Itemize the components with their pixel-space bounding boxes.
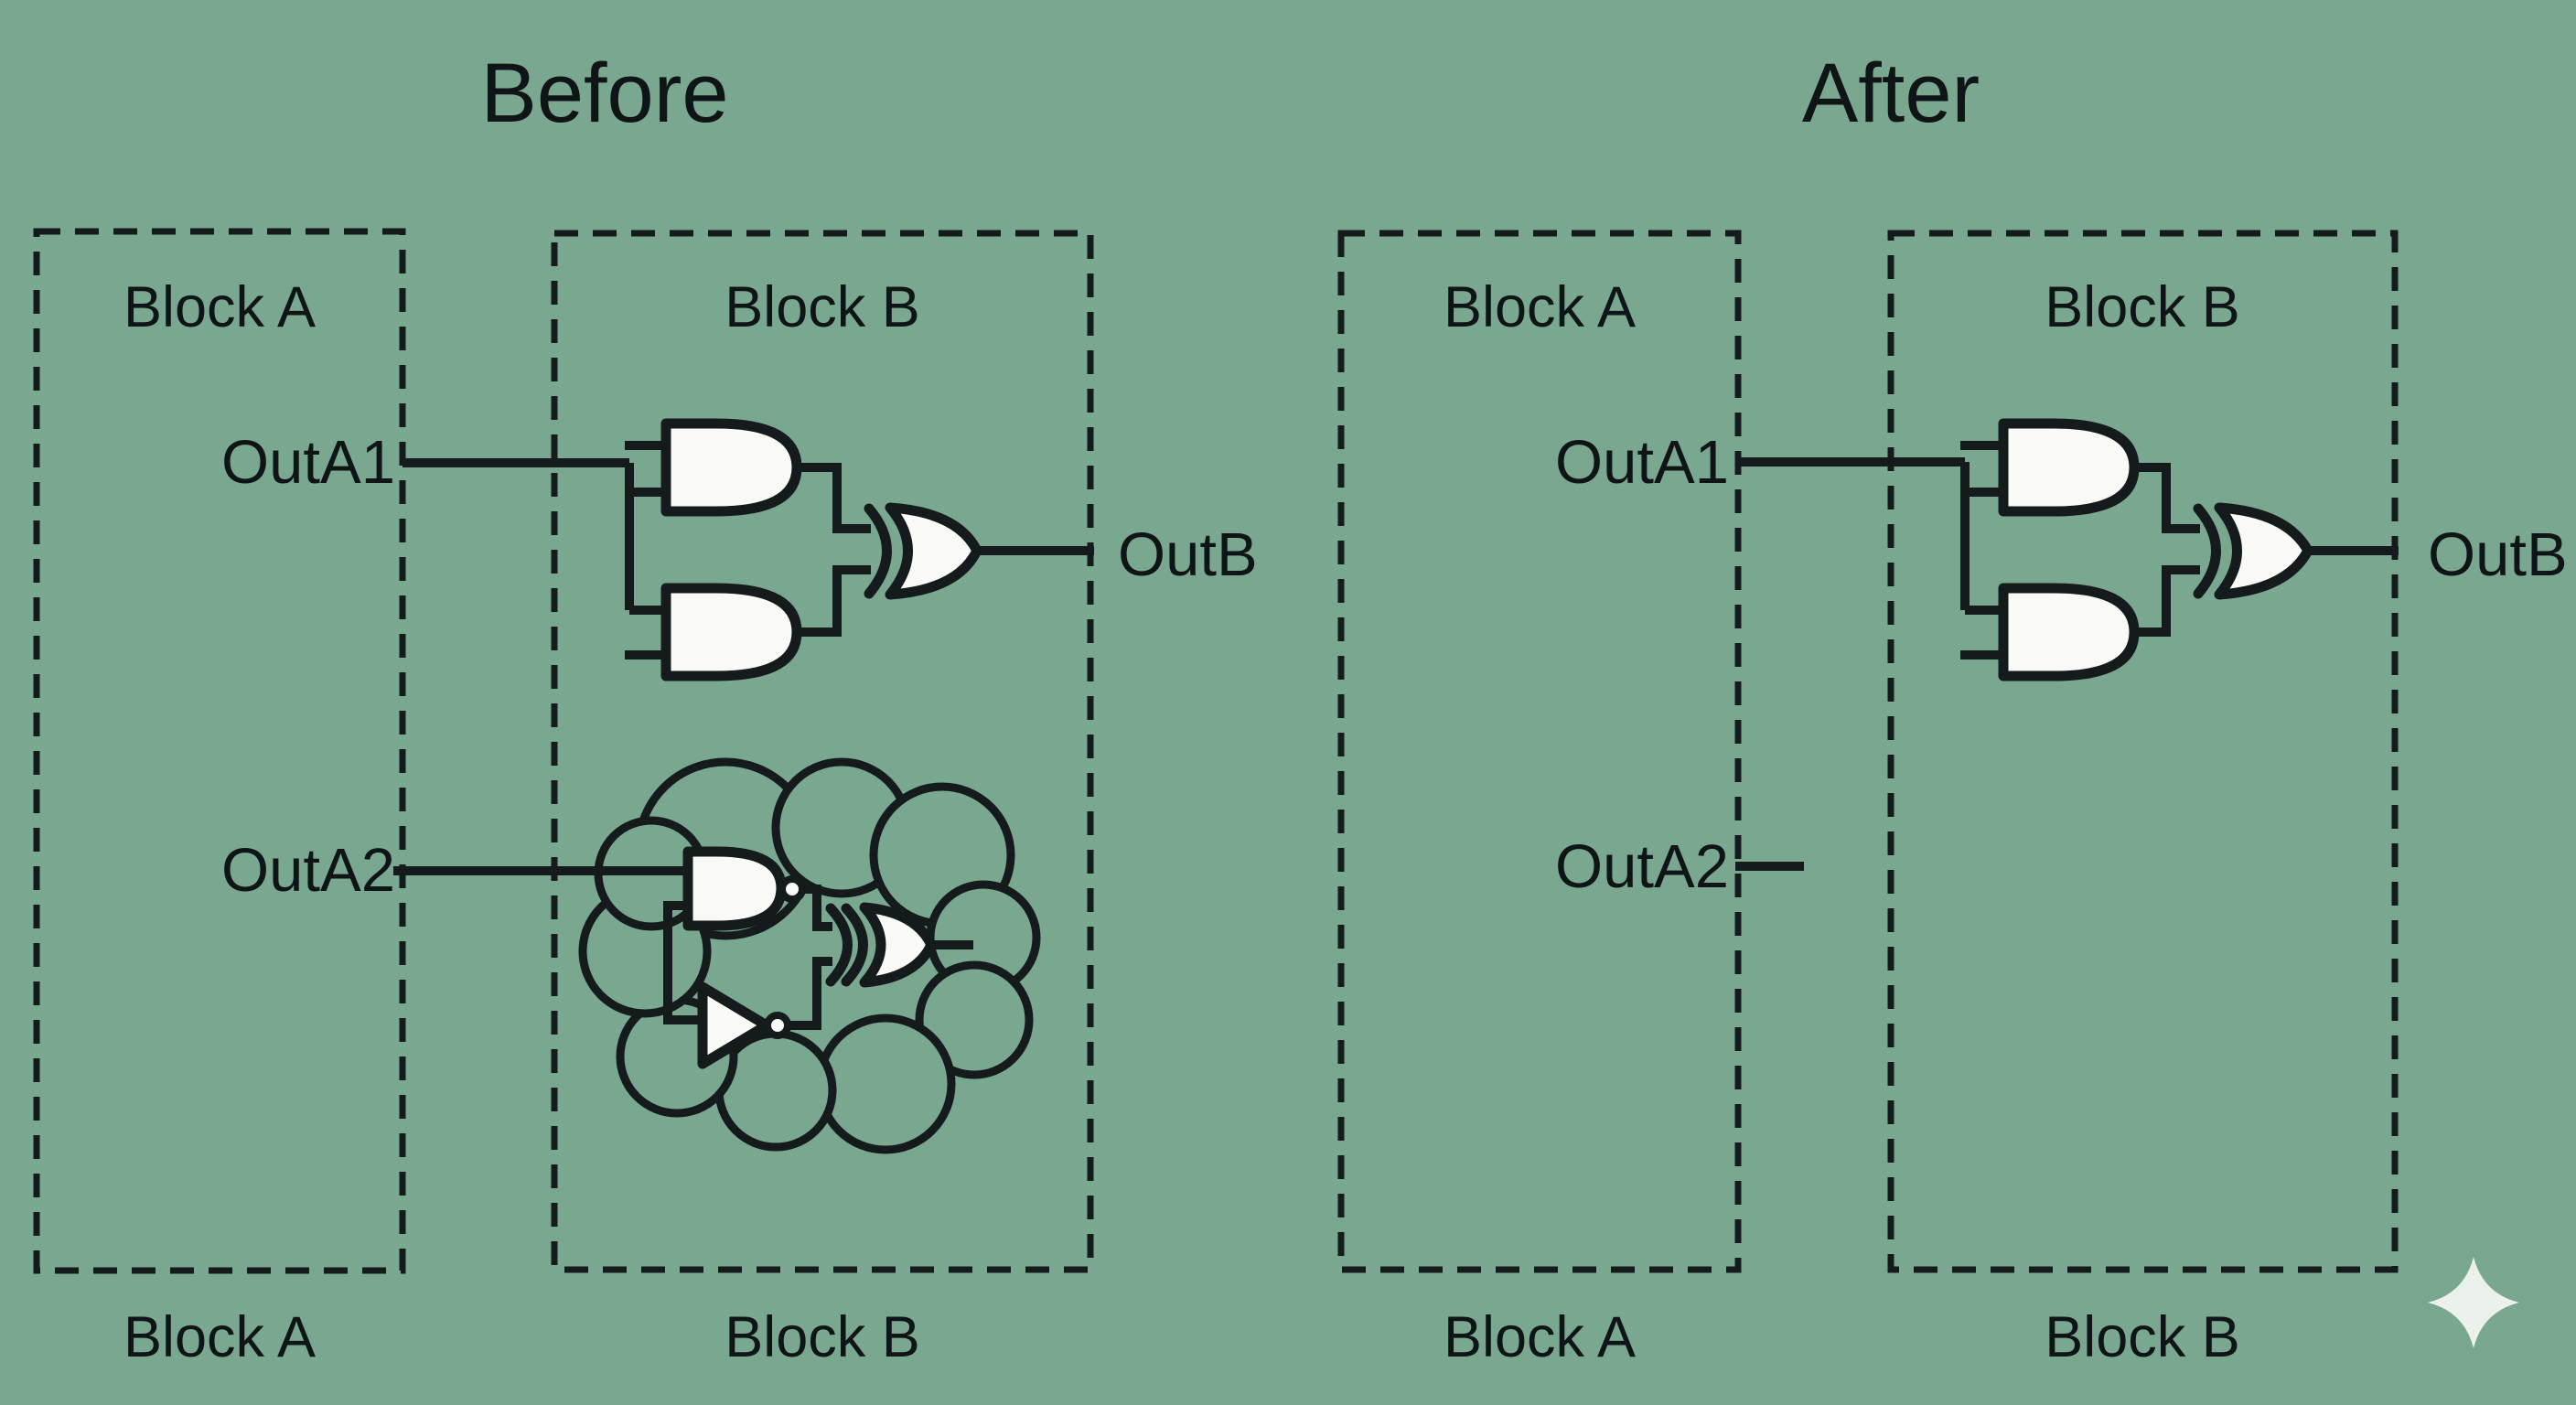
before-block-a-outline: [33, 228, 406, 1274]
wire-nand-loop: [663, 901, 703, 1024]
not-gate: [697, 981, 772, 1069]
after-outa1-label: OutA1: [1555, 428, 1729, 497]
after-block-a-caption: Block A: [1444, 1305, 1636, 1369]
after-block-a-label: Block A: [1444, 275, 1636, 339]
and-gate: [660, 418, 802, 517]
and-gate: [1998, 418, 2140, 517]
wire-and1-to-or: [797, 463, 871, 533]
before-wires: [393, 441, 1094, 1030]
or-gate: [885, 502, 982, 600]
wire-and2-to-or: [2134, 565, 2200, 637]
before-block-b-label: Block B: [724, 275, 920, 339]
before-block-b-outline: [551, 230, 1094, 1273]
after-wires: [1735, 441, 2399, 871]
sparkle-watermark-icon: [2428, 1257, 2519, 1348]
after-gates: [1998, 418, 2313, 681]
or-gate: [2214, 502, 2313, 600]
xor-gate-arc: [825, 903, 853, 987]
or-gate-input-arc: [864, 503, 892, 599]
before-outa1-label: OutA1: [221, 428, 395, 497]
after-block-b-label: Block B: [2045, 275, 2240, 339]
before-block-a-caption: Block A: [123, 1305, 316, 1369]
and-gate: [1998, 583, 2140, 681]
after-outa2-label: OutA2: [1555, 832, 1729, 901]
after-panel: After Block A Block A Block B Block B: [1337, 47, 2568, 1369]
xor-gate-arc: [841, 903, 868, 987]
after-block-a-outline: [1337, 230, 1742, 1273]
and-gate: [660, 583, 802, 681]
after-block-b-outline: [1887, 230, 2399, 1273]
optimization-cloud: [578, 757, 1041, 1154]
not-bubble: [764, 1012, 791, 1039]
wire-and2-to-or: [797, 565, 871, 637]
nand-gate: [682, 846, 787, 931]
before-block-b-caption: Block B: [724, 1305, 920, 1369]
nand-bubble: [778, 875, 806, 903]
before-outa2-label: OutA2: [221, 836, 395, 905]
before-outb-label: OutB: [1118, 520, 1258, 589]
wire-nand-to-xor: [802, 885, 832, 931]
after-title: After: [1802, 47, 1980, 140]
before-panel: Before Block A Block A Block B Block B: [33, 47, 1258, 1369]
or-gate-input-arc: [2193, 503, 2221, 599]
after-block-b-caption: Block B: [2045, 1305, 2240, 1369]
before-block-a-label: Block A: [123, 275, 316, 339]
before-gates: [660, 418, 982, 1069]
after-outb-label: OutB: [2428, 520, 2568, 589]
wire-and1-to-or: [2134, 463, 2200, 533]
wire-not-to-xor: [788, 957, 832, 1030]
xor-gate: [859, 902, 937, 988]
before-title: Before: [480, 47, 728, 140]
